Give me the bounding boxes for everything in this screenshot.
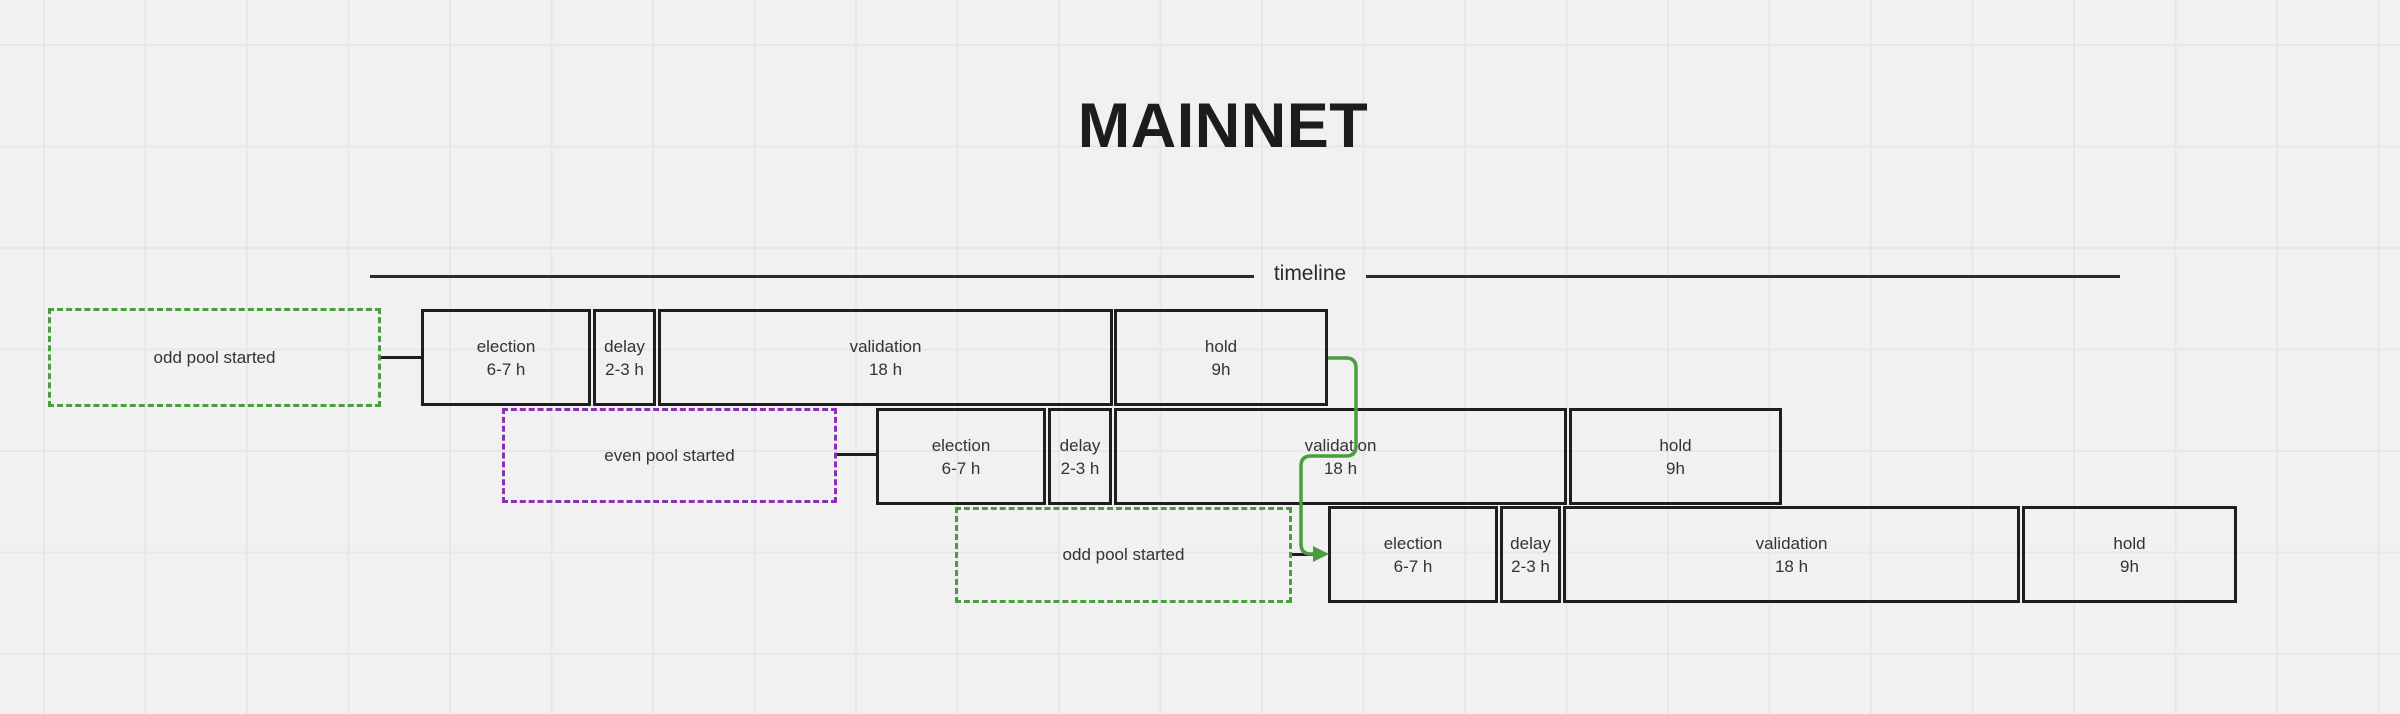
phase-duration: 2-3 h	[605, 359, 644, 379]
timeline-line-left	[370, 275, 1254, 278]
phase-delay-row3: delay 2-3 h	[1500, 506, 1561, 603]
diagram-title: MAINNET	[1077, 91, 1369, 161]
phase-name: hold	[1659, 435, 1692, 455]
phase-name: hold	[2113, 533, 2146, 553]
phase-delay-row1: delay 2-3 h	[593, 309, 656, 406]
phase-duration: 2-3 h	[1511, 556, 1550, 576]
phase-name: validation	[1755, 533, 1828, 553]
phase-name: election	[931, 435, 991, 455]
phase-election-row2: election 6-7 h	[876, 408, 1046, 505]
phase-duration: 9h	[1211, 359, 1231, 379]
phase-duration: 18 h	[1323, 458, 1358, 478]
connector-row3	[1292, 553, 1318, 556]
phase-duration: 2-3 h	[1060, 458, 1100, 478]
phase-name: election	[1383, 533, 1443, 553]
phase-hold-row2: hold 9h	[1569, 408, 1782, 505]
phase-duration: 9h	[2120, 556, 2139, 576]
connector-row2	[837, 453, 876, 456]
phase-name: delay	[604, 336, 645, 356]
trigger-box-odd-pool-row1: odd pool started	[48, 308, 381, 407]
phase-name: delay	[1510, 533, 1551, 553]
phase-duration: 6-7 h	[941, 458, 981, 478]
phase-validation-row1: validation 18 h	[658, 309, 1113, 406]
trigger-box-odd-pool-row3: odd pool started	[955, 507, 1292, 603]
phase-validation-row3: validation 18 h	[1563, 506, 2020, 603]
phase-name: hold	[1204, 336, 1238, 356]
phase-election-row3: election 6-7 h	[1328, 506, 1498, 603]
phase-election-row1: election 6-7 h	[421, 309, 591, 406]
phase-name: validation	[849, 336, 922, 356]
phase-duration: 6-7 h	[1393, 556, 1433, 576]
phase-duration: 18 h	[1774, 556, 1809, 576]
phase-validation-row2: validation 18 h	[1114, 408, 1567, 505]
phase-delay-row2: delay 2-3 h	[1048, 408, 1112, 505]
phase-hold-row1: hold 9h	[1114, 309, 1328, 406]
trigger-label: odd pool started	[153, 347, 276, 367]
trigger-box-even-pool-row2: even pool started	[502, 408, 837, 503]
trigger-label: odd pool started	[1062, 545, 1185, 564]
phase-name: validation	[1304, 435, 1377, 455]
timeline-line-right	[1366, 275, 2120, 278]
phase-duration: 18 h	[868, 359, 903, 379]
phase-duration: 6-7 h	[486, 359, 526, 379]
trigger-label: even pool started	[604, 445, 735, 465]
phase-name: election	[476, 336, 536, 356]
phase-duration: 9h	[1666, 458, 1685, 478]
phase-name: delay	[1059, 435, 1101, 455]
connector-row1	[381, 356, 421, 359]
phase-hold-row3: hold 9h	[2022, 506, 2237, 603]
timeline-label: timeline	[1273, 262, 1347, 285]
